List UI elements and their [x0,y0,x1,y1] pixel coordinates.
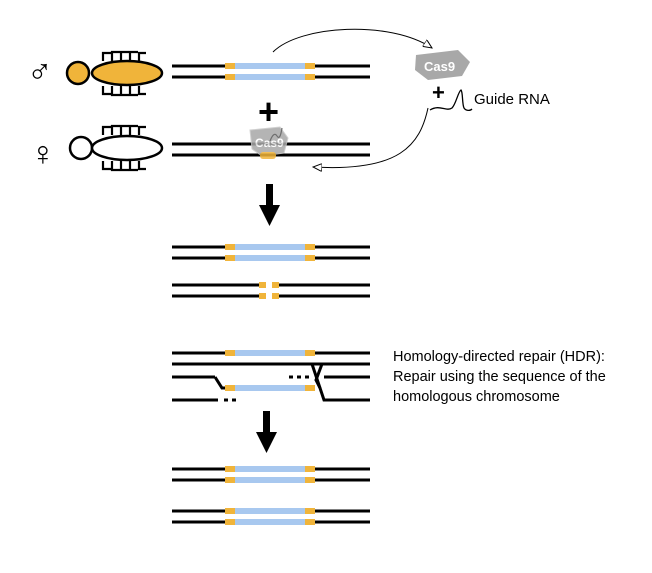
female-symbol: ♀ [30,135,56,173]
arrow-male-to-cas9 [272,28,432,53]
cas9-protein-icon-bound: Cas9 [249,126,289,159]
mosquito-icon-female [68,124,164,172]
hdr-invading-strand [172,363,370,402]
arrow-cas9-to-female [313,107,429,168]
mosquito-icon-male [65,50,164,97]
chromosome-male-gene-drive [172,63,370,80]
plus-sign-mosquitoes: + [258,91,279,132]
hdr-line-1: Homology-directed repair (HDR): [393,349,605,365]
hdr-line-3: homologous chromosome [393,389,560,405]
hdr-description: Homology-directed repair (HDR): Repair u… [393,349,606,405]
hdr-line-2: Repair using the sequence of the [393,369,606,385]
cas9-protein-icon: Cas9 [415,50,470,80]
chromosome-cut-double-strand-break [172,282,370,299]
hdr-template-chromosome [172,350,370,366]
down-arrow-icon-2 [256,411,277,453]
plus-sign-guide: + [432,80,445,105]
chromosome-gene-drive-copy-1 [172,466,370,483]
male-symbol: ♂ [27,53,53,91]
guide-rna-icon [429,89,473,112]
cas9-label: Cas9 [424,59,455,74]
down-arrow-icon-1 [259,184,280,226]
chromosome-gene-drive-intact [172,244,370,261]
cas9-label-bound: Cas9 [255,136,284,150]
chromosome-gene-drive-copy-2 [172,508,370,525]
guide-rna-label: Guide RNA [474,91,550,108]
